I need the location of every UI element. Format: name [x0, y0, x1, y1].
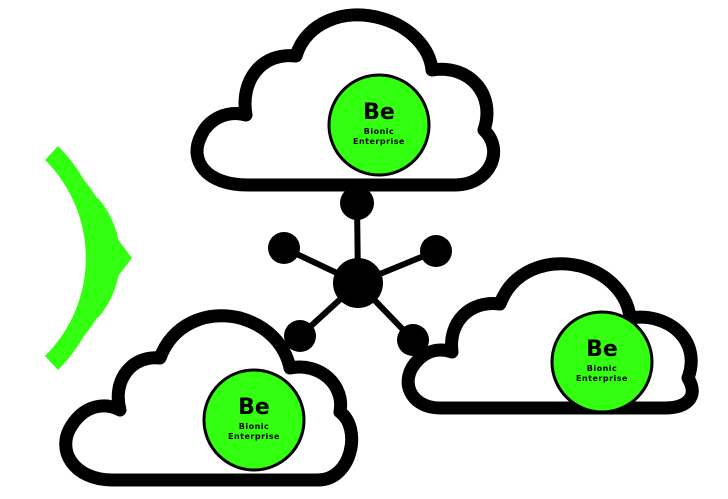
cloud-icon — [401, 257, 699, 415]
logo-line1: Bionic — [239, 422, 270, 431]
logo-line2: Enterprise — [228, 432, 280, 441]
wifi-signal-icon — [45, 146, 132, 370]
logo-circle — [202, 368, 306, 472]
network-hub-icon — [268, 186, 452, 356]
logo-circle — [327, 73, 431, 177]
hub-node-top — [340, 186, 374, 220]
signal-arc-2 — [68, 178, 114, 338]
logo-badge-bottom-left: Be Bionic Enterprise — [202, 368, 306, 472]
cloud-bottom-right — [401, 257, 699, 415]
logo-mark: Be — [238, 395, 270, 420]
logo-circle — [550, 310, 654, 414]
hub-node-bottom-left — [284, 320, 316, 352]
hub-node-right — [420, 235, 452, 267]
hub-node-bottom-right — [397, 324, 429, 356]
logo-line2: Enterprise — [576, 374, 628, 383]
hub-center-node — [333, 258, 383, 308]
signal-arc-3 — [45, 146, 105, 370]
logo-badge-top: Be Bionic Enterprise — [327, 73, 431, 177]
logo-line1: Bionic — [364, 127, 395, 136]
logo-badge-bottom-right: Be Bionic Enterprise — [550, 310, 654, 414]
hub-node-left — [268, 232, 300, 264]
logo-line2: Enterprise — [353, 137, 405, 146]
logo-mark: Be — [363, 100, 395, 125]
logo-line1: Bionic — [587, 364, 618, 373]
logo-mark: Be — [586, 337, 618, 362]
